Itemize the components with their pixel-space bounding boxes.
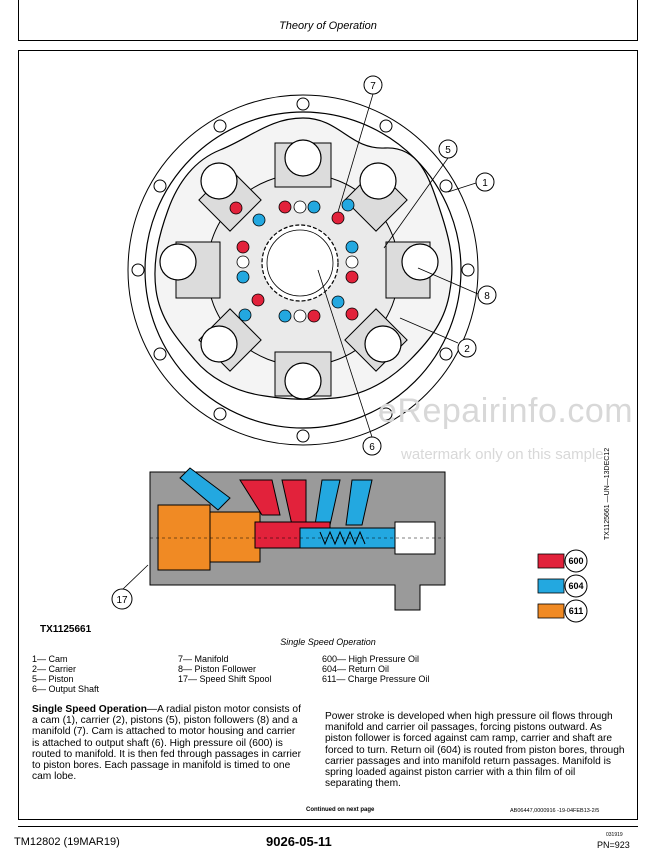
swatch-600: [537, 553, 565, 569]
footer-rule: [18, 826, 638, 827]
oil-ports: [229, 198, 359, 323]
continued-note: Continued on next page: [306, 807, 375, 813]
figure-frame: [18, 50, 638, 820]
legend-code-611: 611: [569, 606, 584, 616]
callout-2-circle: [457, 338, 477, 358]
spool-cross-section: [149, 467, 446, 611]
legend-circle-604: [564, 574, 588, 598]
swatch-611: [537, 603, 565, 619]
callout-2: 2: [464, 344, 470, 355]
legend-item: 17— Speed Shift Spool: [178, 674, 272, 684]
callout-1-circle: [475, 172, 495, 192]
legend-code-600: 600: [568, 556, 583, 566]
figure-caption: Single Speed Operation: [280, 637, 376, 647]
body-left-paragraph: Single Speed Operation—A radial piston m…: [32, 704, 302, 782]
cam-ring: [144, 111, 462, 429]
callout-6-circle: [362, 436, 382, 456]
page-header-title: Theory of Operation: [279, 20, 377, 32]
legend-item: 611— Charge Pressure Oil: [322, 674, 430, 684]
legend-column-3: 600— High Pressure Oil 604— Return Oil 6…: [322, 654, 429, 684]
legend-item: 2— Carrier: [32, 664, 77, 674]
header-rule: [18, 40, 638, 41]
legend-item: 8— Piston Follower: [178, 664, 257, 674]
watermark-site: eRepairinfo.com: [378, 392, 634, 430]
header-right-rule: [637, 0, 638, 40]
oil-legend-swatches: [537, 553, 565, 619]
legend-item: 7— Manifold: [178, 654, 229, 664]
header-left-rule: [18, 0, 19, 40]
legend-code-604: 604: [568, 581, 583, 591]
swatch-604: [537, 578, 565, 594]
legend-item: 600— High Pressure Oil: [322, 654, 420, 664]
callout-7-circle: [363, 75, 383, 95]
legend-item: 6— Output Shaft: [32, 684, 100, 694]
callout-17: 17: [116, 595, 128, 606]
legend-column-2: 7— Manifold 8— Piston Follower 17— Speed…: [178, 654, 272, 684]
callout-5-circle: [438, 139, 458, 159]
callout-5: 5: [445, 145, 451, 156]
footer-page-number: 9026-05-11: [266, 834, 332, 849]
legend-item: 1— Cam: [32, 654, 68, 664]
legend-column-1: 1— Cam 2— Carrier 5— Piston 6— Output Sh…: [32, 654, 99, 694]
body-left-heading: Single Speed Operation: [32, 704, 147, 715]
callout-8-circle: [477, 285, 497, 305]
leader-lines: [121, 93, 479, 591]
callout-1: 1: [482, 178, 488, 189]
legend-circle-611: [564, 599, 588, 623]
footer-date-code: 031919: [606, 832, 623, 838]
figure-side-code: TX1125661 —UN—13DEC12: [604, 447, 611, 540]
figure-id: TX1125661: [40, 624, 92, 635]
legend-item: 5— Piston: [32, 674, 74, 684]
motor-housing-outline: [127, 94, 479, 446]
bolt-holes: [131, 97, 475, 443]
piston-followers: [159, 139, 439, 400]
document-code: AB06447,0000916 -19-04FEB13-2/5: [510, 808, 600, 814]
callout-8: 8: [484, 291, 490, 302]
callout-7: 7: [370, 81, 376, 92]
body-left-text: —A radial piston motor consists of a cam…: [32, 704, 301, 783]
legend-item: 604— Return Oil: [322, 664, 390, 674]
footer-manual-id: TM12802 (19MAR19): [14, 836, 120, 848]
legend-circle-600: [564, 549, 588, 573]
callout-6: 6: [369, 442, 375, 453]
body-right-paragraph: Power stroke is developed when high pres…: [325, 711, 625, 790]
watermark-note: watermark only on this sample: [401, 446, 604, 463]
callout-17-circle: [111, 588, 133, 610]
footer-pn: PN=923: [597, 840, 630, 850]
